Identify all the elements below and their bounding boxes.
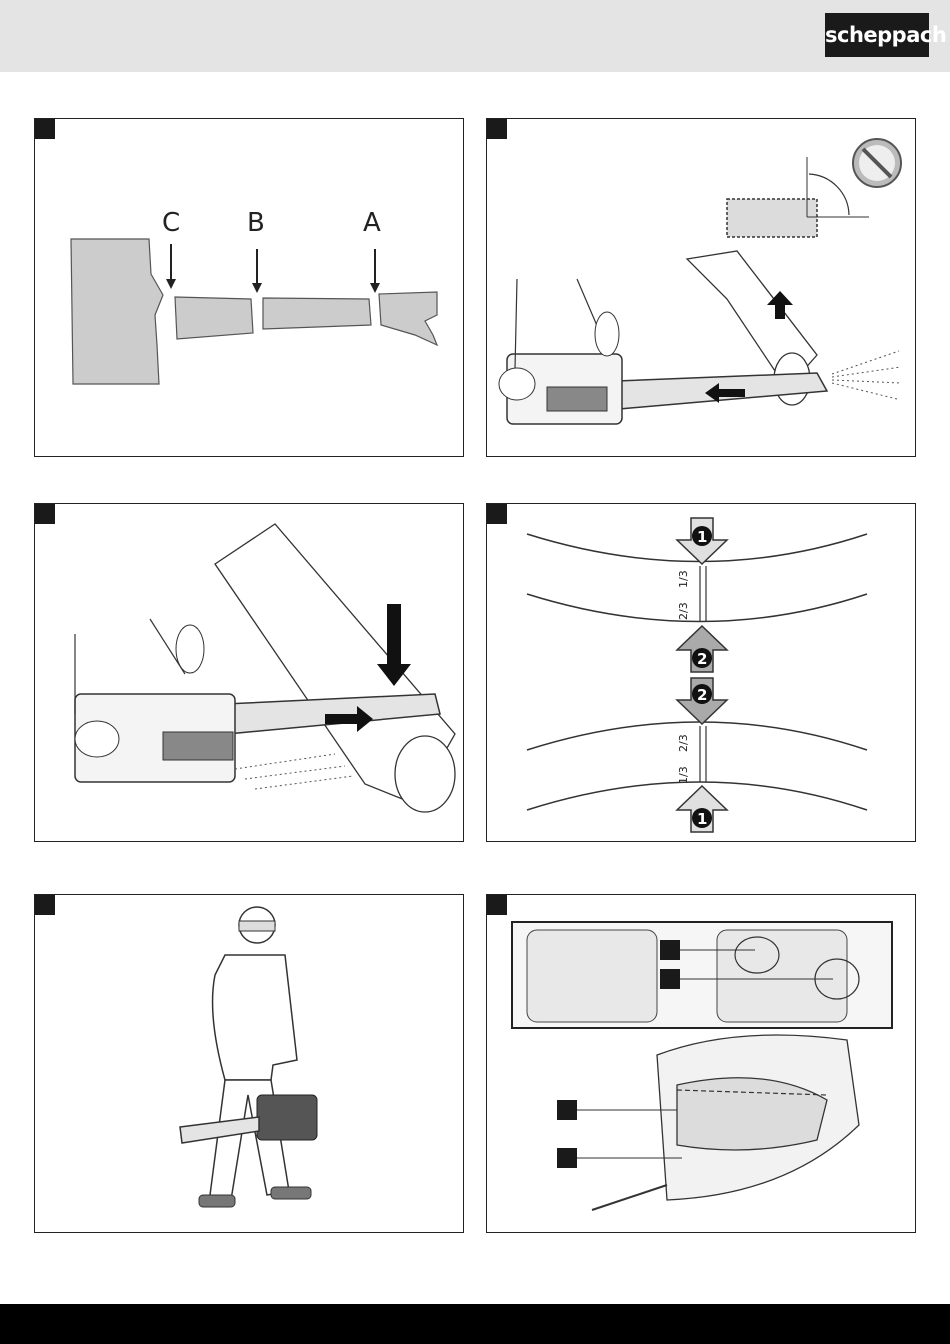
no-kickback-sign-icon bbox=[853, 139, 901, 187]
brand-logo: scheppach bbox=[825, 13, 929, 57]
cover-detail-illustration bbox=[487, 895, 916, 1233]
bar-tip-detail bbox=[727, 199, 817, 237]
bottom-fraction-1-3: 1/3 bbox=[677, 766, 690, 784]
step1-top-label: 1 bbox=[697, 528, 707, 546]
step2-top-label: 2 bbox=[697, 650, 707, 668]
top-fraction-1-3: 1/3 bbox=[677, 570, 690, 588]
underside-cut-illustration bbox=[487, 119, 916, 457]
overcut-illustration bbox=[35, 504, 464, 842]
figure-panel-5 bbox=[34, 894, 464, 1233]
step2-bottom-label: 2 bbox=[697, 686, 707, 704]
figure-panel-6 bbox=[486, 894, 916, 1233]
callout-marker bbox=[557, 1148, 577, 1168]
header-bar bbox=[0, 0, 950, 72]
trunk-section bbox=[71, 239, 163, 384]
step1-bottom-label: 1 bbox=[697, 810, 707, 828]
log-section-a bbox=[379, 292, 437, 345]
chainsaw-body bbox=[257, 1095, 317, 1140]
figure-panel-3 bbox=[34, 503, 464, 842]
log-section-b bbox=[263, 298, 371, 329]
cut-sequence-diagram: 1 2 2 1 1/3 2/3 2/3 1/3 bbox=[487, 504, 916, 842]
footer-bar bbox=[0, 1304, 950, 1344]
figure-panel-1: C B A bbox=[34, 118, 464, 457]
label-a: A bbox=[363, 208, 381, 238]
callout-marker bbox=[660, 969, 680, 989]
bottom-fraction-2-3: 2/3 bbox=[677, 734, 690, 752]
label-b: B bbox=[247, 208, 265, 238]
log-sections-diagram: C B A bbox=[35, 119, 464, 457]
carrying-illustration bbox=[35, 895, 464, 1233]
figure-panel-2 bbox=[486, 118, 916, 457]
callout-marker bbox=[660, 940, 680, 960]
label-c: C bbox=[162, 208, 180, 238]
worker-jacket bbox=[213, 955, 297, 1080]
figure-panel-4: 1 2 2 1 1/3 2/3 2/3 1/3 bbox=[486, 503, 916, 842]
log-section-c bbox=[175, 297, 253, 339]
top-fraction-2-3: 2/3 bbox=[677, 602, 690, 620]
callout-marker bbox=[557, 1100, 577, 1120]
